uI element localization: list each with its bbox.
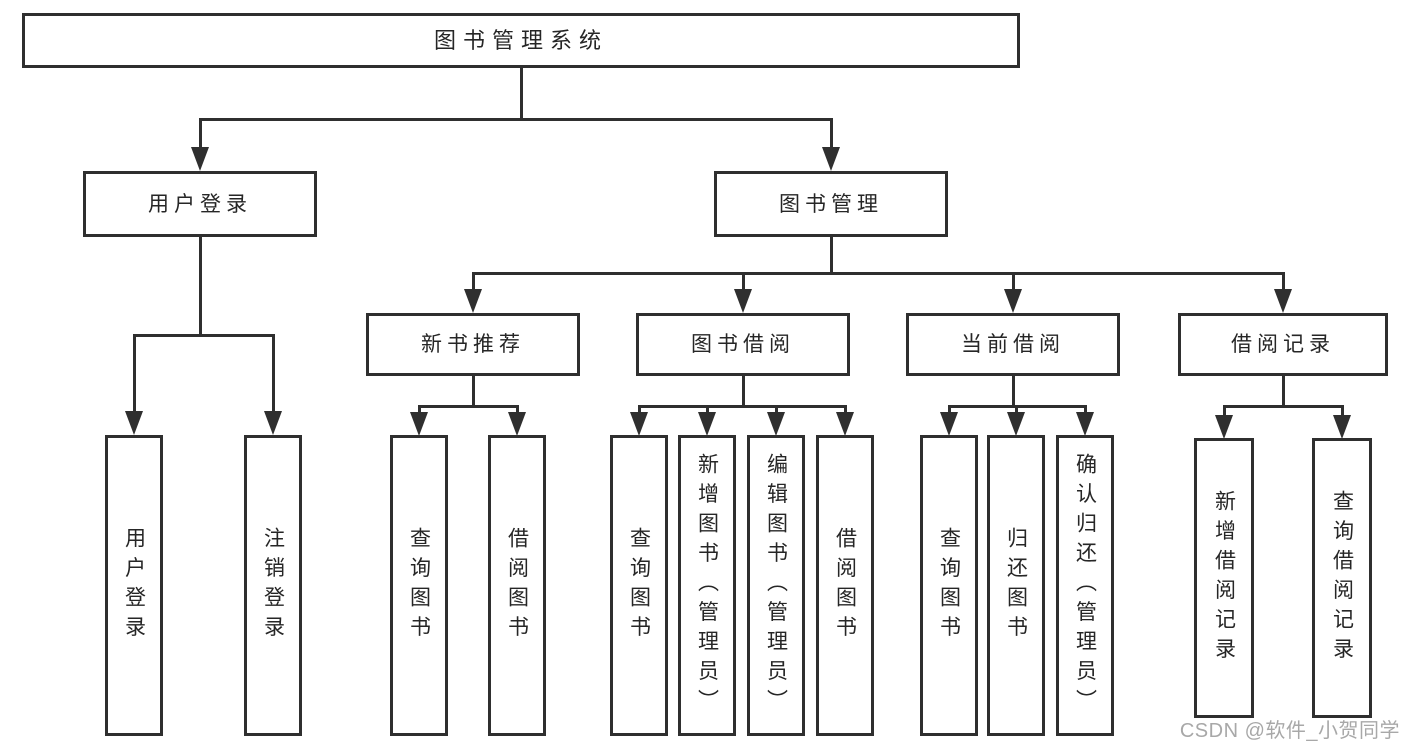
connector-line <box>417 405 421 413</box>
arrowhead-down-icon <box>630 412 648 436</box>
node-label: 查询图书 <box>937 526 961 645</box>
connector-line <box>741 376 745 406</box>
connector-line <box>471 272 1285 275</box>
node-new-book-recommend: 新书推荐 <box>366 313 580 376</box>
connector-line <box>1340 405 1344 416</box>
node-book-borrow: 图书借阅 <box>636 313 850 376</box>
connector-line <box>637 405 641 413</box>
connector-line <box>271 334 275 412</box>
arrowhead-down-icon <box>1004 289 1022 313</box>
arrowhead-down-icon <box>125 411 143 435</box>
connector-line <box>132 334 136 412</box>
connector-line <box>198 236 202 334</box>
arrowhead-down-icon <box>508 412 526 436</box>
connector-line <box>1281 272 1285 290</box>
node-user-login: 用户登录 <box>83 171 317 237</box>
connector-line <box>774 405 778 413</box>
connector-line <box>1222 405 1344 408</box>
arrowhead-down-icon <box>1007 412 1025 436</box>
arrowhead-down-icon <box>464 289 482 313</box>
connector-line <box>829 236 833 272</box>
leaf-return-book: 归还图书 <box>987 435 1045 736</box>
connector-line <box>1083 405 1087 413</box>
arrowhead-down-icon <box>836 412 854 436</box>
connector-line <box>198 118 833 121</box>
node-label: 注销登录 <box>261 526 285 645</box>
arrowhead-down-icon <box>1274 289 1292 313</box>
node-label: 新书推荐 <box>421 333 525 356</box>
watermark: CSDN @软件_小贺同学 <box>1179 720 1400 742</box>
node-current-borrow: 当前借阅 <box>906 313 1120 376</box>
node-label: 图书管理系统 <box>433 27 608 53</box>
node-label: 借阅图书 <box>505 526 529 645</box>
connector-line <box>519 68 523 118</box>
node-label: 当前借阅 <box>961 333 1065 356</box>
node-label: 借阅图书 <box>833 526 857 645</box>
node-label: 编辑图书（管理员） <box>764 452 788 719</box>
connector-line <box>1011 272 1015 290</box>
leaf-user-login: 用户登录 <box>105 435 163 736</box>
node-label: 借阅记录 <box>1231 333 1335 356</box>
connector-line <box>829 118 833 148</box>
connector-line <box>1222 405 1226 416</box>
leaf-borrow-books-recommend: 借阅图书 <box>488 435 546 736</box>
node-label: 新增图书（管理员） <box>695 452 719 719</box>
node-label: 查询图书 <box>627 526 651 645</box>
arrowhead-down-icon <box>264 411 282 435</box>
node-label: 用户登录 <box>148 192 252 216</box>
connector-line <box>1281 376 1285 406</box>
arrowhead-down-icon <box>1333 415 1351 439</box>
node-label: 新增借阅记录 <box>1212 489 1236 667</box>
leaf-query-books-current: 查询图书 <box>920 435 978 736</box>
node-label: 查询图书 <box>407 526 431 645</box>
connector-line <box>132 334 275 337</box>
connector-line <box>637 405 847 408</box>
node-label: 图书借阅 <box>691 333 795 356</box>
node-book-management: 图书管理 <box>714 171 948 237</box>
node-label: 确认归还（管理员） <box>1073 452 1097 719</box>
connector-line <box>471 376 475 406</box>
connector-line <box>1014 405 1018 413</box>
arrowhead-down-icon <box>940 412 958 436</box>
leaf-query-books-recommend: 查询图书 <box>390 435 448 736</box>
arrowhead-down-icon <box>1076 412 1094 436</box>
node-label: 图书管理 <box>779 192 883 216</box>
arrowhead-down-icon <box>1215 415 1233 439</box>
leaf-logout: 注销登录 <box>244 435 302 736</box>
connector-line <box>1011 376 1015 406</box>
leaf-add-borrow-record: 新增借阅记录 <box>1194 438 1254 718</box>
leaf-query-books-borrow: 查询图书 <box>610 435 668 736</box>
node-label: 用户登录 <box>122 526 146 645</box>
connector-line <box>417 405 519 408</box>
connector-line <box>843 405 847 413</box>
node-borrow-records: 借阅记录 <box>1178 313 1388 376</box>
arrowhead-down-icon <box>191 147 209 171</box>
connector-line <box>705 405 709 413</box>
node-library-system: 图书管理系统 <box>22 13 1020 68</box>
leaf-confirm-return-admin: 确认归还（管理员） <box>1056 435 1114 736</box>
arrowhead-down-icon <box>767 412 785 436</box>
arrowhead-down-icon <box>698 412 716 436</box>
node-label: 查询借阅记录 <box>1330 489 1354 667</box>
connector-line <box>515 405 519 413</box>
connector-line <box>947 405 951 413</box>
leaf-borrow-books: 借阅图书 <box>816 435 874 736</box>
node-label: 归还图书 <box>1004 526 1028 645</box>
arrowhead-down-icon <box>410 412 428 436</box>
arrowhead-down-icon <box>734 289 752 313</box>
arrowhead-down-icon <box>822 147 840 171</box>
leaf-add-book-admin: 新增图书（管理员） <box>678 435 736 736</box>
connector-line <box>741 272 745 290</box>
leaf-edit-book-admin: 编辑图书（管理员） <box>747 435 805 736</box>
connector-line <box>198 118 202 148</box>
leaf-query-borrow-record: 查询借阅记录 <box>1312 438 1372 718</box>
connector-line <box>471 272 475 290</box>
